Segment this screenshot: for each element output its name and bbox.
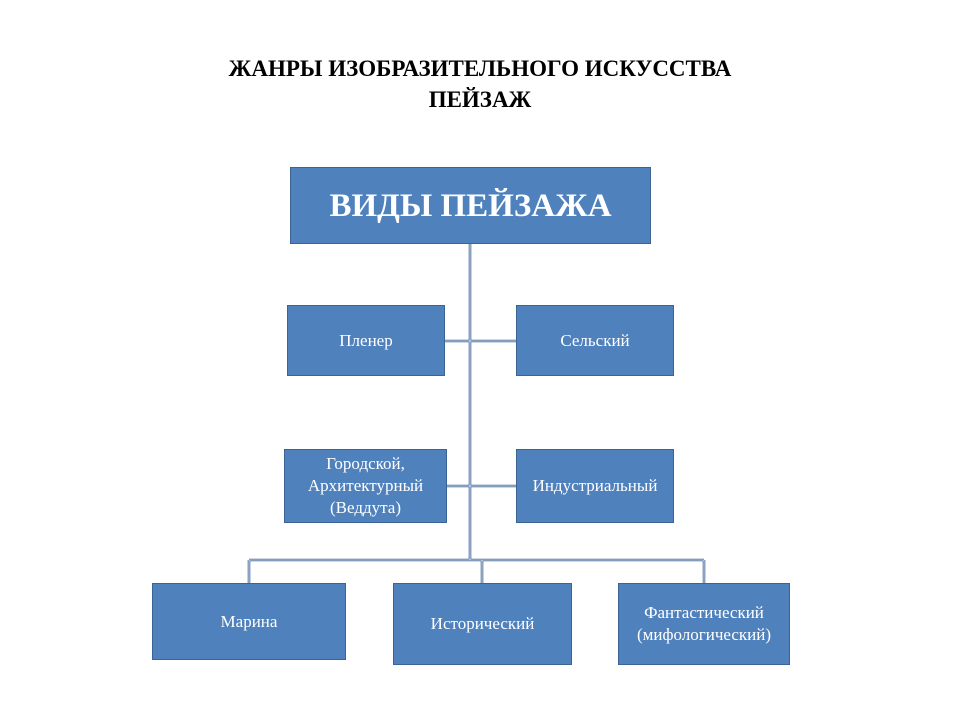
root-node-label: ВИДЫ ПЕЙЗАЖА (329, 187, 612, 224)
node-rural: Сельский (516, 305, 674, 376)
node-historical: Исторический (393, 583, 572, 665)
connector-highlight (248, 244, 705, 583)
node-plener-label: Пленер (339, 330, 393, 350)
root-node: ВИДЫ ПЕЙЗАЖА (290, 167, 651, 244)
node-marina-label: Марина (220, 611, 278, 631)
node-fantastic-label: Фантастический (мифологический) (636, 603, 772, 644)
node-industrial: Индустриальный (516, 449, 674, 523)
node-marina: Марина (152, 583, 346, 660)
node-urban-label: Городской, Архитектурный (Веддута) (307, 454, 424, 517)
node-plener: Пленер (287, 305, 445, 376)
slide-subtitle: ПЕЙЗАЖ (428, 87, 532, 112)
connector-group (247, 244, 706, 583)
slide-title: ЖАНРЫ ИЗОБРАЗИТЕЛЬНОГО ИСКУССТВА (228, 56, 732, 81)
node-urban: Городской, Архитектурный (Веддута) (284, 449, 447, 523)
node-rural-label: Сельский (560, 330, 630, 350)
node-historical-label: Исторический (430, 614, 535, 633)
node-fantastic: Фантастический (мифологический) (618, 583, 790, 665)
node-industrial-label: Индустриальный (532, 476, 658, 495)
